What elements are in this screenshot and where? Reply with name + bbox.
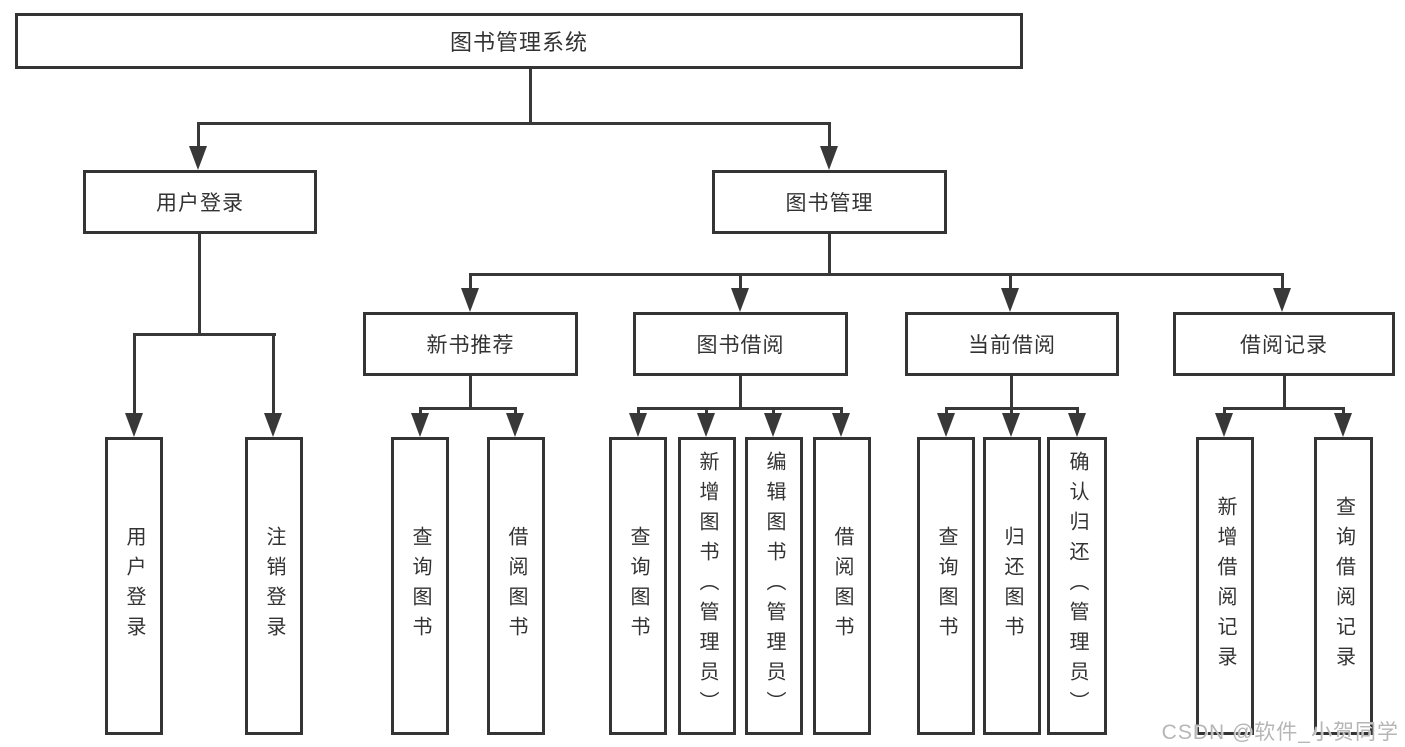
leaf-borrow-books: 借阅图书: [813, 437, 871, 735]
leaf-add-book-admin: 新增图书（管理员）: [678, 437, 736, 735]
node-borrow-record: 借阅记录: [1173, 312, 1395, 376]
connector-line: [1281, 273, 1284, 291]
arrowhead: [832, 413, 850, 437]
connector-line: [1010, 376, 1013, 410]
arrowhead: [937, 413, 955, 437]
connector-line: [469, 273, 472, 291]
leaf-edit-book-admin: 编辑图书（管理员）: [745, 437, 803, 735]
arrowhead: [731, 288, 749, 312]
connector-line: [739, 376, 742, 410]
leaf-query-books-borrow: 查询图书: [609, 437, 667, 735]
arrowhead: [189, 146, 207, 170]
connector-line: [637, 407, 843, 410]
connector-line: [529, 68, 532, 125]
node-book-borrow: 图书借阅: [633, 312, 848, 376]
leaf-query-borrow-record: 查询借阅记录: [1314, 437, 1373, 735]
leaf-query-books-recommend: 查询图书: [391, 437, 449, 735]
arrowhead: [820, 146, 838, 170]
leaf-query-books-current: 查询图书: [917, 437, 975, 735]
connector-line: [419, 407, 517, 410]
arrowhead: [1334, 413, 1352, 437]
connector-line: [469, 273, 1284, 276]
leaf-add-borrow-record: 新增借阅记录: [1196, 437, 1254, 735]
leaf-return-books: 归还图书: [983, 437, 1041, 735]
leaf-borrow-books-recommend: 借阅图书: [487, 437, 545, 735]
connector-line: [828, 233, 831, 276]
node-current-borrow: 当前借阅: [905, 312, 1119, 376]
connector-line: [133, 333, 276, 336]
leaf-user-login: 用户登录: [105, 437, 163, 735]
csdn-watermark: CSDN @软件_小贺同学: [1161, 721, 1399, 744]
arrowhead: [629, 413, 647, 437]
node-book-management: 图书管理: [712, 170, 947, 234]
connector-line: [1009, 273, 1012, 291]
connector-line: [272, 333, 275, 419]
arrowhead: [411, 413, 429, 437]
arrowhead: [1002, 413, 1020, 437]
arrowhead: [1068, 413, 1086, 437]
connector-line: [1223, 407, 1345, 410]
arrowhead: [697, 413, 715, 437]
connector-line: [739, 273, 742, 291]
connector-line: [469, 376, 472, 410]
connector-line: [828, 122, 831, 150]
connector-line: [198, 233, 201, 336]
arrowhead: [264, 413, 282, 437]
connector-line: [197, 122, 831, 125]
connector-line: [133, 333, 136, 419]
arrowhead: [764, 413, 782, 437]
arrowhead: [461, 288, 479, 312]
leaf-confirm-return-admin: 确认归还（管理员）: [1047, 437, 1107, 735]
leaf-logout: 注销登录: [245, 437, 303, 735]
arrowhead: [506, 413, 524, 437]
connector-line: [197, 122, 200, 150]
connector-line: [1283, 376, 1286, 410]
arrowhead: [125, 413, 143, 437]
arrowhead: [1273, 288, 1291, 312]
node-user-login: 用户登录: [83, 170, 317, 234]
arrowhead: [1215, 413, 1233, 437]
arrowhead: [1001, 288, 1019, 312]
node-root: 图书管理系统: [15, 13, 1023, 69]
node-new-book-recommend: 新书推荐: [363, 312, 578, 376]
